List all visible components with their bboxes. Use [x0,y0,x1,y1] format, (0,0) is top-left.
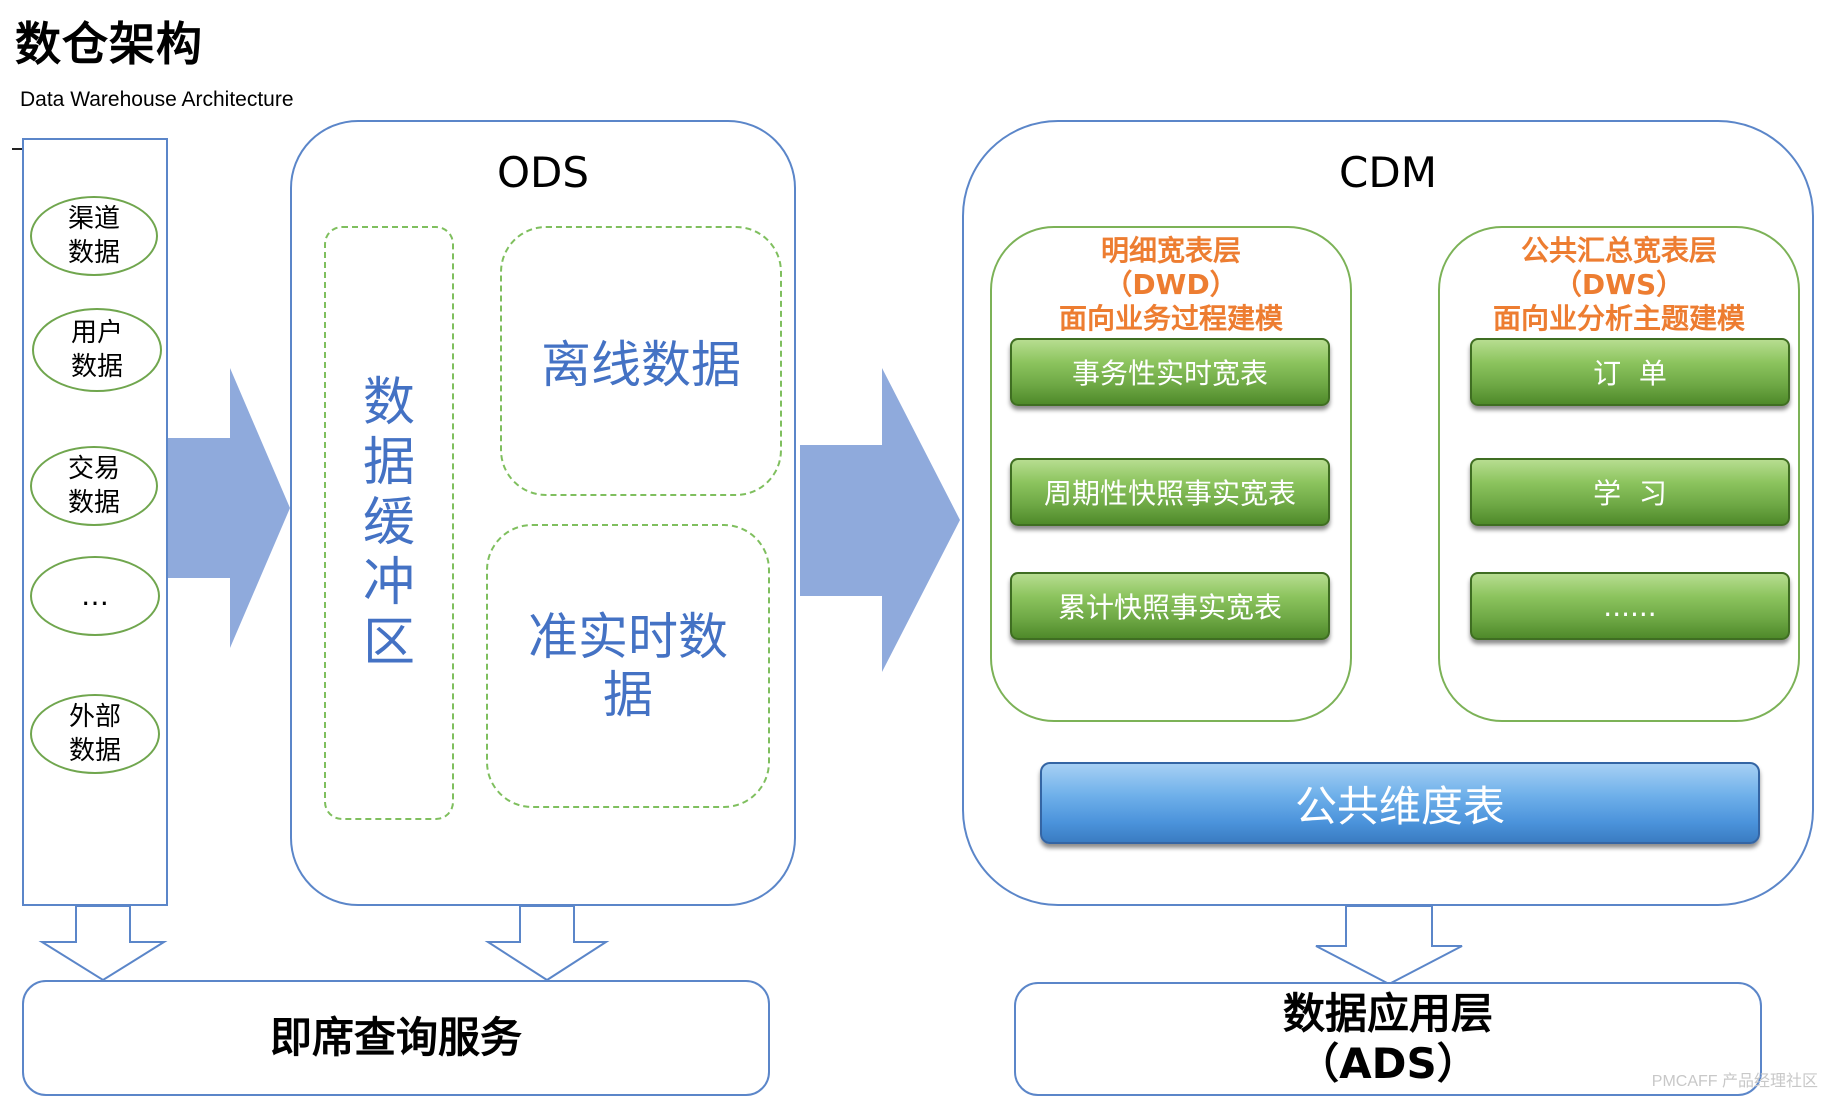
source-channel-data: 渠道 数据 [30,196,158,276]
source-user-data: 用户 数据 [32,308,162,392]
ods-panel: ODS 数 据 缓 冲 区 离线数据 准实时数 据 [290,120,796,906]
dws-item-learning: 学 习 [1470,458,1790,526]
dws-layer: 公共汇总宽表层 （DWS） 面向业分析主题建模 订 单 学 习 ...... [1438,226,1800,722]
arrow-sources-to-ods [168,368,290,648]
offline-data-box: 离线数据 [500,226,782,496]
arrow-ods-to-adhoc [484,905,610,982]
cdm-title: CDM [1339,148,1437,197]
dwd-item-cumulative-snapshot-table: 累计快照事实宽表 [1010,572,1330,640]
watermark: PMCAFF 产品经理社区 [1651,1073,1818,1090]
cdm-panel: CDM 明细宽表层 （DWD） 面向业务过程建模 事务性实时宽表 周期性快照事实… [962,120,1814,906]
arrow-cdm-to-ads [1315,905,1463,986]
page-title: 数仓架构 [15,17,203,71]
data-buffer-zone: 数 据 缓 冲 区 [324,226,454,820]
dwd-item-transaction-wide-table: 事务性实时宽表 [1010,338,1330,406]
dws-layer-title: 公共汇总宽表层 （DWS） 面向业分析主题建模 [1492,234,1745,335]
source-external-data: 外部 数据 [30,694,160,774]
dwd-layer: 明细宽表层 （DWD） 面向业务过程建模 事务性实时宽表 周期性快照事实宽表 累… [990,226,1352,722]
data-sources-panel: 渠道 数据 用户 数据 交易 数据 … 外部 数据 [22,138,168,906]
source-more-data: … [30,556,160,636]
source-trade-data: 交易 数据 [30,446,158,526]
ods-title: ODS [496,148,590,197]
dwd-layer-title: 明细宽表层 （DWD） 面向业务过程建模 [1058,234,1283,335]
arrow-sources-to-adhoc [38,905,168,982]
page-subtitle: Data Warehouse Architecture [20,88,294,111]
adhoc-query-service: 即席查询服务 [22,980,770,1096]
realtime-data-box: 准实时数 据 [486,524,770,808]
public-dimension-table: 公共维度表 [1040,762,1760,844]
dws-item-orders: 订 单 [1470,338,1790,406]
data-application-layer: 数据应用层 （ADS） [1014,982,1762,1096]
dwd-item-periodic-snapshot-table: 周期性快照事实宽表 [1010,458,1330,526]
arrow-ods-to-cdm [800,368,960,672]
dws-item-more: ...... [1470,572,1790,640]
